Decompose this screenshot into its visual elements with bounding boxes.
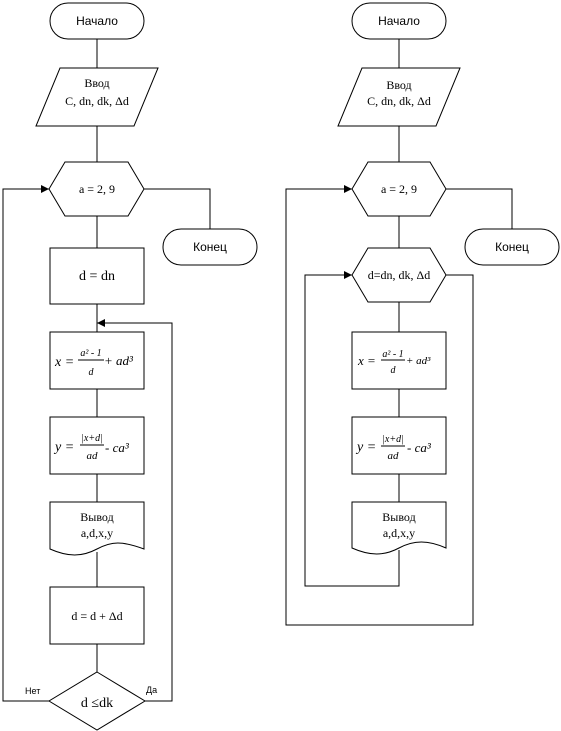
left-output-document: Вывод a,d,x,y: [49, 501, 145, 556]
right-input-title: Ввод: [386, 78, 411, 92]
left-formula-y-lhs: y =: [53, 440, 74, 455]
left-output-vars: a,d,x,y: [81, 526, 113, 540]
right-output-title: Вывод: [382, 510, 415, 524]
left-input-block: Ввод C, dn, dk, Δd: [35, 67, 159, 127]
right-start-terminator: Начало: [351, 2, 447, 40]
right-formula-x-num: a² - 1: [382, 349, 403, 360]
right-input-vars: C, dn, dk, Δd: [367, 94, 431, 108]
right-inner-loop-label: d=dn, dk, Δd: [368, 268, 430, 282]
left-end-terminator: Конец: [162, 228, 258, 266]
left-formula-x-num: a² - 1: [80, 348, 101, 359]
left-increment-label: d = d + Δd: [71, 609, 122, 623]
right-formula-x-tail: + ad³: [406, 355, 431, 367]
left-output-title: Вывод: [80, 510, 113, 524]
left-init-label: d = dn: [79, 269, 115, 284]
right-input-block: Ввод C, dn, dk, Δd: [337, 67, 461, 127]
left-input-title: Ввод: [84, 76, 109, 90]
left-increment-process: d = d + Δd: [49, 586, 145, 645]
left-condition-label: d ≤dk: [81, 696, 113, 711]
left-formula-x-den: d: [89, 367, 95, 378]
right-output-vars: a,d,x,y: [383, 526, 415, 540]
right-flowchart: Начало Ввод C, dn, dk, Δd a = 2, 9 Конец…: [285, 2, 560, 626]
left-formula-y-tail: - ca³: [105, 440, 130, 455]
right-connectors: [285, 39, 513, 626]
right-start-label: Начало: [378, 14, 420, 28]
left-init-process: d = dn: [49, 247, 145, 305]
left-flowchart: Начало Ввод C, dn, dk, Δd a = 2, 9 Конец…: [2, 2, 258, 731]
right-end-terminator: Конец: [464, 228, 560, 266]
left-end-label: Конец: [193, 240, 227, 254]
left-input-vars: C, dn, dk, Δd: [65, 94, 129, 108]
left-no-label: Нет: [25, 686, 40, 696]
right-end-label: Конец: [495, 240, 529, 254]
right-loop-hexagon: a = 2, 9: [351, 161, 447, 217]
left-formula-y-process: y = |x+d| ad - ca³: [49, 416, 145, 475]
left-formula-x-process: x = a² - 1 d + ad³: [49, 331, 145, 390]
right-formula-y-lhs: y =: [355, 440, 376, 455]
right-formula-y-tail: - ca³: [407, 440, 432, 455]
right-formula-y-num: |x+d|: [382, 434, 404, 445]
right-loop-label: a = 2, 9: [381, 182, 417, 196]
left-loop-hexagon: a = 2, 9: [48, 161, 145, 217]
right-formula-x-lhs: x =: [357, 353, 376, 368]
left-formula-y-num: |x+d|: [81, 433, 103, 444]
left-loop-label: a = 2, 9: [79, 182, 115, 196]
left-formula-y-den: ad: [87, 450, 99, 462]
left-formula-x-tail: + ad³: [104, 353, 134, 368]
left-decision-diamond: d ≤dk Нет Да: [25, 671, 157, 731]
right-formula-y-den: ad: [388, 450, 400, 462]
right-output-document: Вывод a,d,x,y: [351, 501, 447, 555]
left-start-label: Начало: [76, 14, 118, 28]
right-inner-loop-hexagon: d=dn, dk, Δd: [351, 247, 447, 303]
left-start-terminator: Начало: [49, 2, 145, 40]
right-formula-x-process: x = a² - 1 d + ad³: [351, 331, 447, 390]
left-yes-label: Да: [146, 685, 157, 695]
right-formula-y-process: y = |x+d| ad - ca³: [351, 416, 447, 475]
right-formula-x-den: d: [391, 365, 397, 376]
left-formula-x-lhs: x =: [54, 355, 74, 370]
left-connectors: [2, 39, 211, 702]
